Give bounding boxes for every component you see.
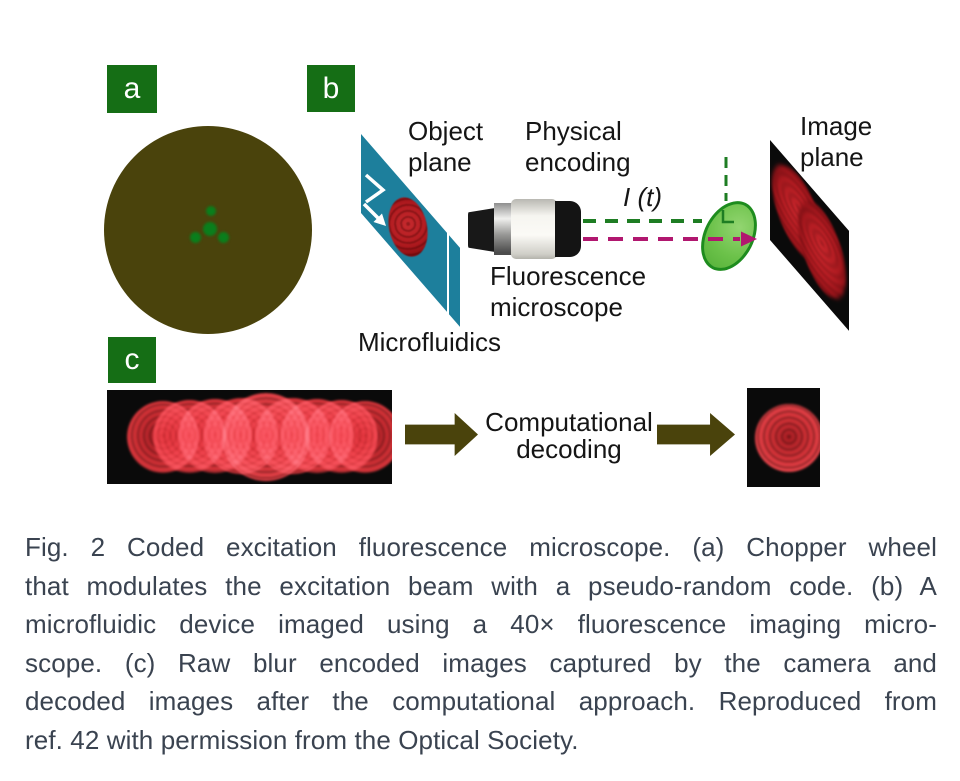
wheel-right-dot <box>218 232 229 243</box>
panel-b-label: b <box>307 65 355 112</box>
caption-line: microfluidic device imaged using a 40× f… <box>25 609 937 639</box>
microfluidics-label: Microfluidics <box>358 327 502 357</box>
caption-line: ref. 42 with permission from the Optical… <box>25 724 579 755</box>
wheel-top-dot <box>206 206 216 216</box>
physical-encoding-label: Physical encoding <box>525 116 631 177</box>
objective-back-cap <box>555 201 581 257</box>
object-plane-label: Object plane <box>408 116 484 177</box>
raw-encoded-frame <box>107 390 392 484</box>
figure-caption: Fig. 2 Coded excitation fluorescence mic… <box>25 528 937 759</box>
fluorescence-microscope-label: Fluorescence microscope <box>490 261 647 322</box>
wheel-left-dot <box>190 232 201 243</box>
coding-filter-ellipse <box>689 191 769 281</box>
decoded-cell-blob <box>755 404 820 472</box>
microscope-objective <box>468 199 581 259</box>
encoded-blob <box>329 401 392 473</box>
decoded-frame <box>747 388 820 487</box>
image-plane-label: Image plane <box>800 111 873 172</box>
objective-metal-collar <box>494 203 512 255</box>
caption-line: scope. (c) Raw blur encoded images captu… <box>25 647 937 678</box>
wheel-center-dot <box>203 222 217 236</box>
chip-side-edge <box>449 235 460 327</box>
panel-c-label: c <box>108 337 156 383</box>
caption-line: that modulates the excitation beam with … <box>25 570 937 601</box>
decode-arrow-left <box>405 413 478 456</box>
panel-a-label: a <box>107 65 157 113</box>
blurred-cell-trace-2 <box>798 182 846 318</box>
computational-decoding-label: Computational decoding <box>485 407 653 464</box>
objective-body <box>511 199 557 259</box>
objective-front-lens <box>468 208 495 252</box>
intensity-signal-label: I (t) <box>623 182 662 212</box>
caption-line: decoded images after the computational a… <box>25 686 937 716</box>
caption-line: Fig. 2 Coded excitation fluorescence mic… <box>25 532 937 562</box>
